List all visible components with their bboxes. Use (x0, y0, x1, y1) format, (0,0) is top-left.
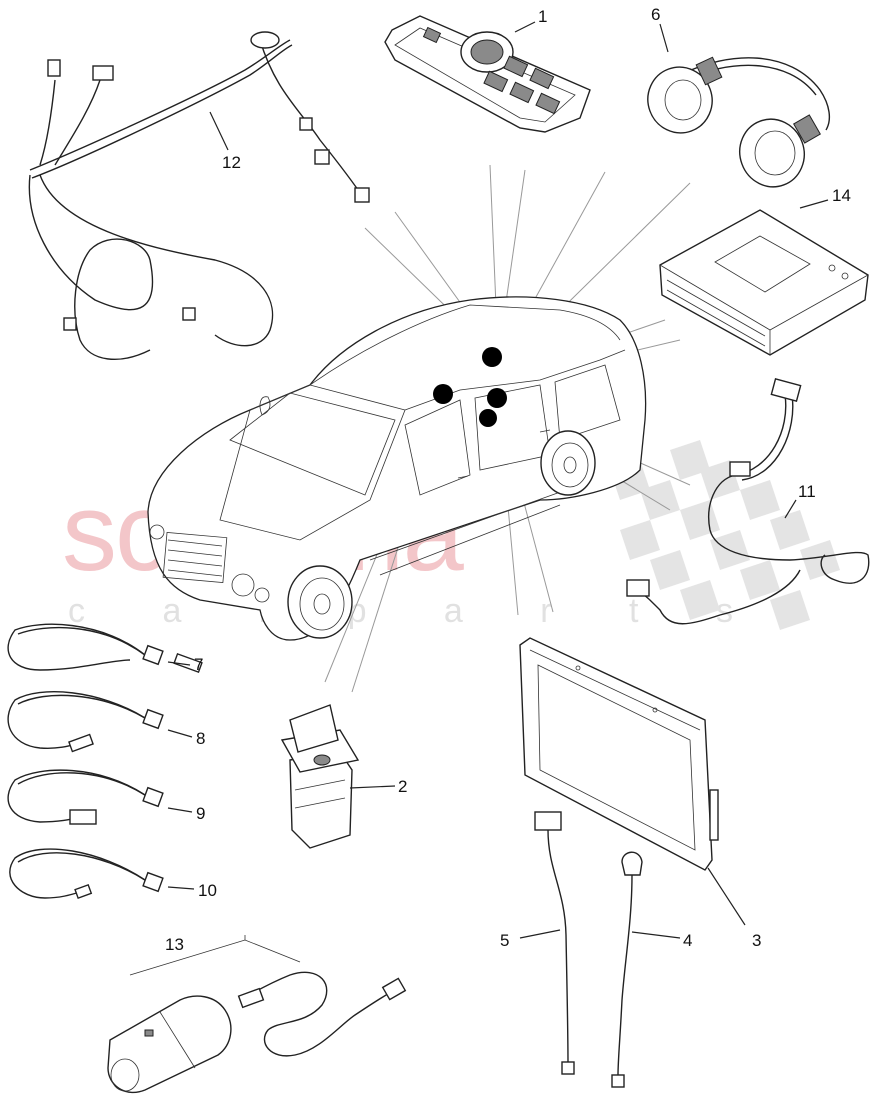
watermark-sub: c a r p a r t s (68, 592, 767, 630)
callout-11: 11 (798, 482, 816, 501)
callout-8: 8 (196, 729, 205, 748)
callout-4: 4 (683, 931, 692, 950)
part-9-adapter-cable[interactable]: 9 (7, 769, 205, 825)
callout-2: 2 (398, 777, 407, 796)
location-dot (487, 388, 507, 408)
part-3-display[interactable]: 3 (519, 637, 761, 950)
part-7-adapter-cable[interactable]: 7 (7, 623, 203, 674)
callout-1: 1 (538, 7, 547, 26)
part-5-cable[interactable]: 5 (500, 811, 575, 1075)
callout-10: 10 (198, 881, 217, 900)
part-14-dvd-unit[interactable]: 14 (659, 186, 869, 356)
part-1-remote-control[interactable]: 1 (384, 7, 591, 133)
part-11-cable[interactable]: 11 (626, 378, 870, 625)
part-12-wiring-harness[interactable]: 12 (28, 31, 370, 360)
checkered-flag-watermark (610, 440, 840, 630)
part-6-headphones[interactable]: 6 (639, 5, 831, 196)
callout-6: 6 (651, 5, 660, 24)
callout-9: 9 (196, 804, 205, 823)
location-dot (479, 409, 497, 427)
part-10-adapter-cable[interactable]: 10 (9, 848, 217, 900)
part-13-usb-charger[interactable]: 13 (107, 935, 407, 1094)
car-illustration (147, 296, 647, 641)
callout-3: 3 (752, 931, 761, 950)
callout-5: 5 (500, 931, 509, 950)
callout-7: 7 (194, 655, 203, 674)
part-2-aux-socket[interactable]: 2 (280, 704, 407, 849)
callout-12: 12 (222, 153, 241, 172)
callout-13: 13 (165, 935, 184, 954)
location-dot (482, 347, 502, 367)
callout-14: 14 (832, 186, 851, 205)
part-4-cable[interactable]: 4 (611, 851, 692, 1088)
part-8-adapter-cable[interactable]: 8 (7, 691, 205, 753)
location-dot (433, 384, 453, 404)
